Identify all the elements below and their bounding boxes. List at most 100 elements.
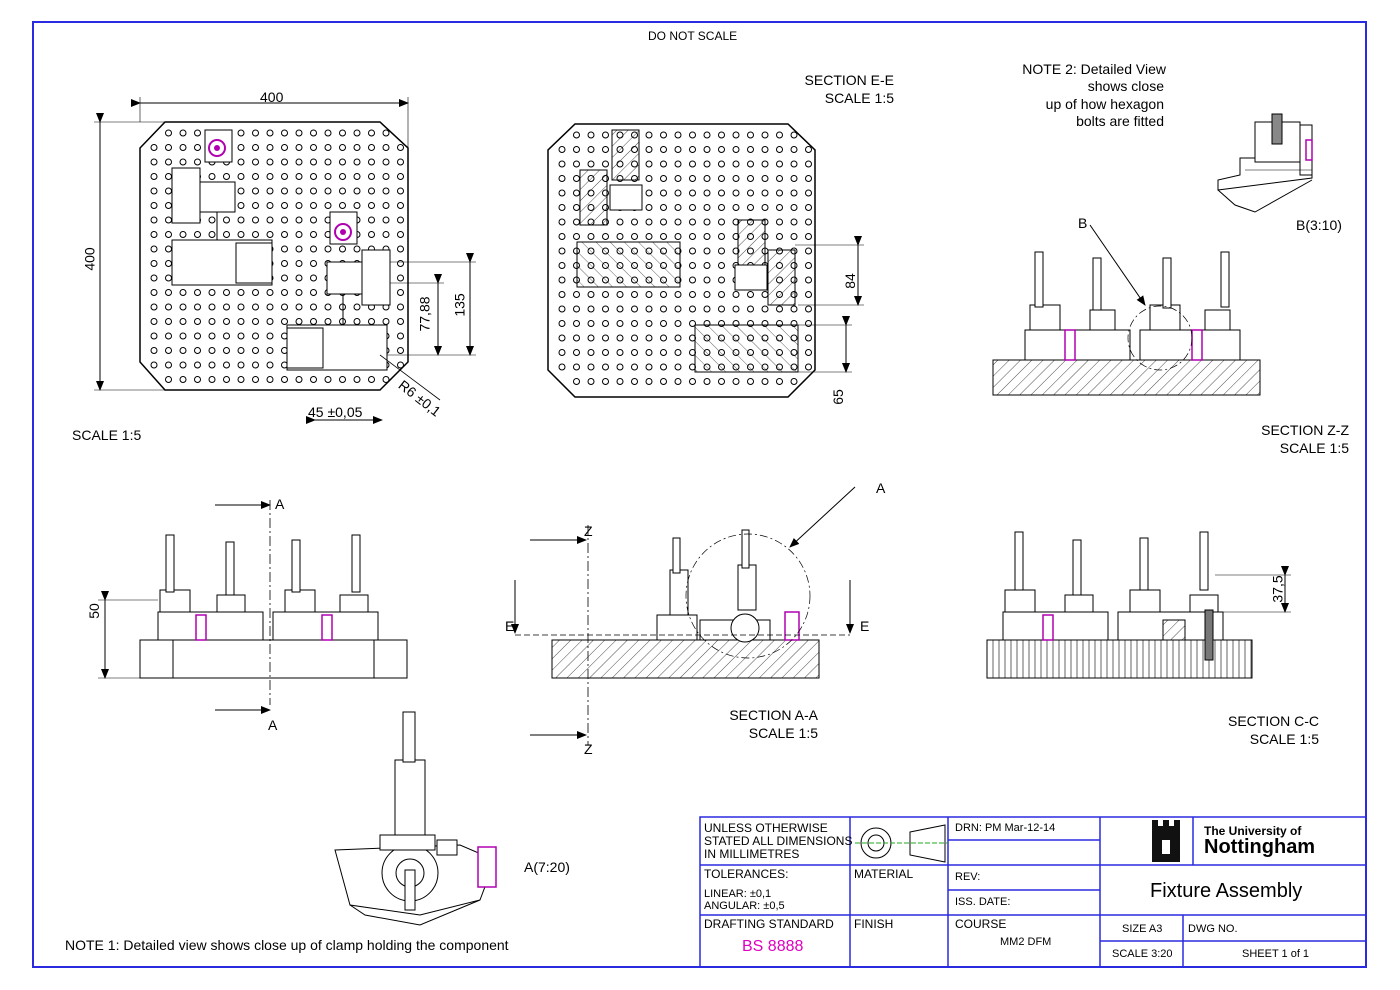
- plate-hole: [718, 160, 725, 168]
- plate-hole: [645, 146, 653, 153]
- plate-hole: [252, 144, 259, 151]
- plate-hole: [805, 189, 812, 197]
- plate-hole: [353, 144, 361, 151]
- plate-hole: [674, 363, 682, 371]
- plate-hole: [353, 187, 361, 195]
- plate-hole: [703, 378, 711, 385]
- plate-hole: [660, 218, 667, 226]
- plate-hole: [397, 289, 404, 296]
- plate-hole: [339, 129, 346, 137]
- plate-hole: [776, 175, 783, 182]
- plate-hole: [252, 129, 259, 137]
- plate-hole: [310, 274, 317, 282]
- plate-hole: [382, 187, 390, 195]
- plate-hole: [660, 363, 667, 371]
- plate-hole: [310, 216, 317, 224]
- plate-hole: [310, 303, 317, 311]
- plate-hole: [674, 349, 682, 356]
- plate-hole: [573, 305, 580, 313]
- plate-hole: [689, 305, 696, 313]
- plate-hole: [368, 129, 375, 137]
- plate-hole: [382, 216, 390, 224]
- plate-hole: [237, 332, 245, 340]
- plate-hole: [252, 187, 259, 195]
- plate-hole: [194, 158, 201, 166]
- plate-hole: [660, 175, 667, 182]
- plate-hole: [324, 318, 332, 325]
- plate-hole: [776, 131, 783, 139]
- plate-hole: [674, 334, 682, 342]
- plate-hole: [252, 158, 259, 166]
- plate-hole: [339, 144, 346, 151]
- plate-hole: [631, 218, 638, 226]
- plate-hole: [339, 245, 346, 253]
- plate-hole: [165, 231, 172, 238]
- plate-hole: [558, 291, 566, 298]
- plate-hole: [573, 334, 580, 342]
- plate-hole: [645, 363, 653, 371]
- plate-hole: [281, 260, 288, 267]
- plate-hole: [776, 189, 783, 197]
- plate-hole: [805, 320, 812, 327]
- plate-hole: [674, 160, 682, 168]
- plate-hole: [776, 305, 783, 313]
- plate-hole: [223, 173, 230, 180]
- plate-hole: [165, 361, 172, 369]
- plate-hole: [645, 305, 653, 313]
- plate-hole: [397, 187, 404, 195]
- plate-hole: [631, 233, 638, 240]
- plate-hole: [397, 202, 404, 209]
- plate-hole: [573, 204, 580, 211]
- note1: NOTE 1: Detailed view shows close up of …: [65, 937, 509, 953]
- section-aa-scale: SCALE 1:5: [748, 725, 818, 741]
- plate-hole: [732, 378, 740, 385]
- plate-hole: [602, 363, 609, 371]
- plate-hole: [645, 189, 653, 197]
- plate-hole: [732, 305, 740, 313]
- plate-hole: [208, 173, 216, 180]
- plate-hole: [587, 160, 595, 168]
- plate-hole: [689, 262, 696, 269]
- plate-hole: [237, 216, 245, 224]
- do-not-scale-note: DO NOT SCALE: [648, 29, 738, 43]
- plate-hole: [790, 189, 798, 197]
- note2-line4: bolts are fitted: [1076, 113, 1164, 129]
- plate-hole: [616, 334, 624, 342]
- plate-hole: [368, 144, 375, 151]
- plate-hole: [266, 129, 274, 137]
- plate-hole: [324, 158, 332, 166]
- plate-hole: [165, 260, 172, 267]
- plate-hole: [353, 158, 361, 166]
- plate-hole: [660, 349, 667, 356]
- plate-hole: [266, 144, 274, 151]
- plate-hole: [266, 376, 274, 383]
- plate-hole: [179, 361, 187, 369]
- plate-hole: [689, 160, 696, 168]
- tb-size: SIZE A3: [1122, 923, 1163, 935]
- plate-hole: [353, 376, 361, 383]
- plate-hole: [573, 146, 580, 153]
- tb-general-1: UNLESS OTHERWISE: [704, 821, 828, 835]
- note2-line1: NOTE 2: Detailed View: [1022, 61, 1166, 77]
- plate-hole: [266, 318, 274, 325]
- tb-course-label: COURSE: [955, 917, 1007, 931]
- plate-hole: [805, 160, 812, 168]
- plate-hole: [295, 173, 303, 180]
- plate-hole: [558, 349, 566, 356]
- plate-hole: [602, 291, 609, 298]
- plate-hole: [208, 231, 216, 238]
- plate-hole: [165, 318, 172, 325]
- plate-hole: [208, 289, 216, 296]
- plate-hole: [252, 318, 259, 325]
- plate-hole: [194, 231, 201, 238]
- plate-hole: [573, 189, 580, 197]
- plate-hole: [703, 247, 711, 255]
- plate-hole: [281, 158, 288, 166]
- plate-hole: [150, 158, 158, 166]
- front-cut-label-bottom: A: [268, 717, 278, 733]
- plate-hole: [587, 305, 595, 313]
- plate-hole: [776, 146, 783, 153]
- plate-hole: [382, 158, 390, 166]
- plate-hole: [165, 144, 172, 151]
- tb-sheet: SHEET 1 of 1: [1242, 948, 1310, 960]
